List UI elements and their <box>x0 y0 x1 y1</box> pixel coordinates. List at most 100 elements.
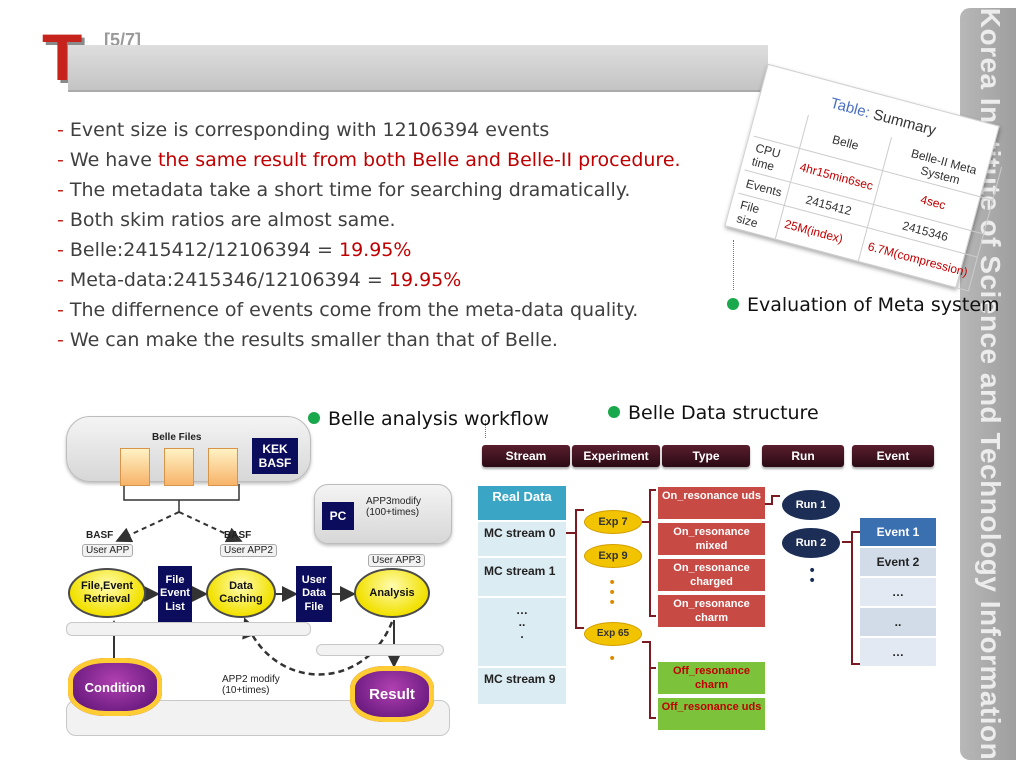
summary-table-image: Table: Summary Belle Belle-II Meta Syste… <box>724 63 1002 291</box>
ellipsis-text: … <box>516 603 528 617</box>
header-run: Run <box>762 445 844 467</box>
bullet-text: We have <box>63 149 158 171</box>
type-on-resonance: On_resonance mixed <box>658 523 765 555</box>
belle-files-label: Belle Files <box>152 432 202 443</box>
ellipsis-dot: • <box>608 651 617 667</box>
file-icon <box>208 448 238 486</box>
summary-title-prefix: Table: <box>828 94 872 122</box>
connector-line <box>123 484 240 512</box>
caption-text: Belle analysis workflow <box>328 408 550 430</box>
type-off-resonance: Off_resonance charm <box>658 662 765 694</box>
user-data-file-box: User Data File <box>296 566 332 622</box>
caption-text: Belle Data structure <box>628 402 819 424</box>
analysis-node: Analysis <box>354 568 430 618</box>
bullet-dot-icon <box>608 406 620 418</box>
bullet-text: We can make the results smaller than tha… <box>63 329 558 351</box>
bullet-item: - Belle:2415412/12106394 = 19.95% <box>57 235 747 265</box>
stream-ellipsis: … .. . <box>478 598 566 666</box>
bullet-item: - We can make the results smaller than t… <box>57 325 747 355</box>
connector-line <box>733 240 734 290</box>
bullet-dash: - <box>57 149 64 171</box>
caption-text: Evaluation of Meta system <box>747 294 1000 316</box>
title-bar <box>68 45 768 92</box>
run-node: Run 1 <box>782 490 840 520</box>
header-event: Event <box>852 445 934 467</box>
bullet-text: The metadata take a short time for searc… <box>63 179 631 201</box>
data-structure-diagram: Stream Experiment Type Run Event Real Da… <box>472 438 951 740</box>
bullet-item: - The differnence of events come from th… <box>57 295 747 325</box>
bullet-text: The differnence of events come from the … <box>63 299 639 321</box>
user-app2-tag: User APP2 <box>220 544 277 557</box>
ellipsis-text: . <box>520 627 524 641</box>
caption-structure: Belle Data structure <box>608 402 819 424</box>
user-app-tag: User APP <box>82 544 134 557</box>
bullet-dot-icon <box>308 412 320 424</box>
bullet-dash: - <box>57 329 64 351</box>
connector-line <box>642 641 656 719</box>
bullet-dash: - <box>57 239 64 261</box>
type-on-resonance: On_resonance charged <box>658 559 765 591</box>
file-icon <box>120 448 150 486</box>
bullet-item: - Both skim ratios are almost same. <box>57 205 747 235</box>
bullet-item: - Meta-data:2415346/12106394 = 19.95% <box>57 265 747 295</box>
structure-connectors <box>566 489 860 719</box>
type-on-resonance: On_resonance uds <box>658 487 765 519</box>
bullet-item: - Event size is corresponding with 12106… <box>57 115 747 145</box>
bullet-dot-icon <box>727 298 739 310</box>
basf-right-label: BASF <box>224 530 252 541</box>
user-app3-tag: User APP3 <box>368 554 425 567</box>
workflow-shelf <box>66 622 311 636</box>
dashed-arrow <box>242 617 394 676</box>
event-item: Event 1 <box>860 518 936 546</box>
bullet-text: Both skim ratios are almost same. <box>63 209 396 231</box>
experiment-node: Exp 9 <box>584 544 642 568</box>
ellipsis-text: .. <box>518 615 526 629</box>
connector-line <box>485 420 486 440</box>
type-on-resonance: On_resonance charm <box>658 595 765 627</box>
stream-item: MC stream 9 <box>478 668 566 704</box>
data-caching-node: Data Caching <box>206 568 276 618</box>
bullet-text: Event size is corresponding with 1210639… <box>63 119 550 141</box>
connector-line <box>566 509 584 629</box>
connector-line <box>842 531 860 665</box>
experiment-node: Exp 7 <box>584 510 642 534</box>
type-off-resonance: Off_resonance uds <box>658 698 765 730</box>
bullet-item: - We have the same result from both Bell… <box>57 145 747 175</box>
pc-box: PC <box>322 502 354 530</box>
app3modify-label: APP3modify (100+times) <box>366 496 422 518</box>
file-icon <box>164 448 194 486</box>
bullet-highlight: 19.95% <box>339 239 412 261</box>
bullet-dash: - <box>57 299 64 321</box>
bullet-dash: - <box>57 119 64 141</box>
ellipsis-dot: ••• <box>608 575 617 611</box>
event-item: … <box>860 638 936 666</box>
summary-table: Belle Belle-II Meta System CPU time 4hr1… <box>729 102 1002 292</box>
dashed-arrow <box>115 511 180 543</box>
header-experiment: Experiment <box>572 445 660 467</box>
stream-real-data: Real Data <box>478 486 566 520</box>
app2modify-label: APP2 modify (10+times) <box>222 674 280 696</box>
result-cloud: Result <box>350 666 434 722</box>
experiment-node: Exp 65 <box>584 622 642 646</box>
condition-cloud: Condition <box>68 658 162 716</box>
dashed-arrow <box>178 511 243 543</box>
event-item: … <box>860 578 936 606</box>
caption-evaluation: Evaluation of Meta system <box>727 294 1000 316</box>
bullet-highlight: 19.95% <box>388 269 462 291</box>
bullet-dash: - <box>57 269 64 291</box>
header-type: Type <box>662 445 750 467</box>
ellipsis-dot: •• <box>808 563 817 589</box>
workflow-diagram: Belle Files KEK BASF PC APP3modify (100+… <box>64 412 452 744</box>
bullet-text: Meta-data:2415346/12106394 = <box>63 269 389 291</box>
bullet-list: - Event size is corresponding with 12106… <box>57 115 747 355</box>
stream-item: MC stream 0 <box>478 522 566 556</box>
event-item: .. <box>860 608 936 636</box>
bullet-dash: - <box>57 179 64 201</box>
run-node: Run 2 <box>782 528 840 558</box>
bullet-highlight: the same result from both Belle and Bell… <box>157 149 681 171</box>
retrieval-node: File,Event Retrieval <box>68 568 146 618</box>
kek-basf-box: KEK BASF <box>252 438 298 474</box>
file-event-list-box: File Event List <box>158 566 192 622</box>
bullet-text: Belle:2415412/12106394 = <box>63 239 339 261</box>
bullet-dash: - <box>57 209 64 231</box>
